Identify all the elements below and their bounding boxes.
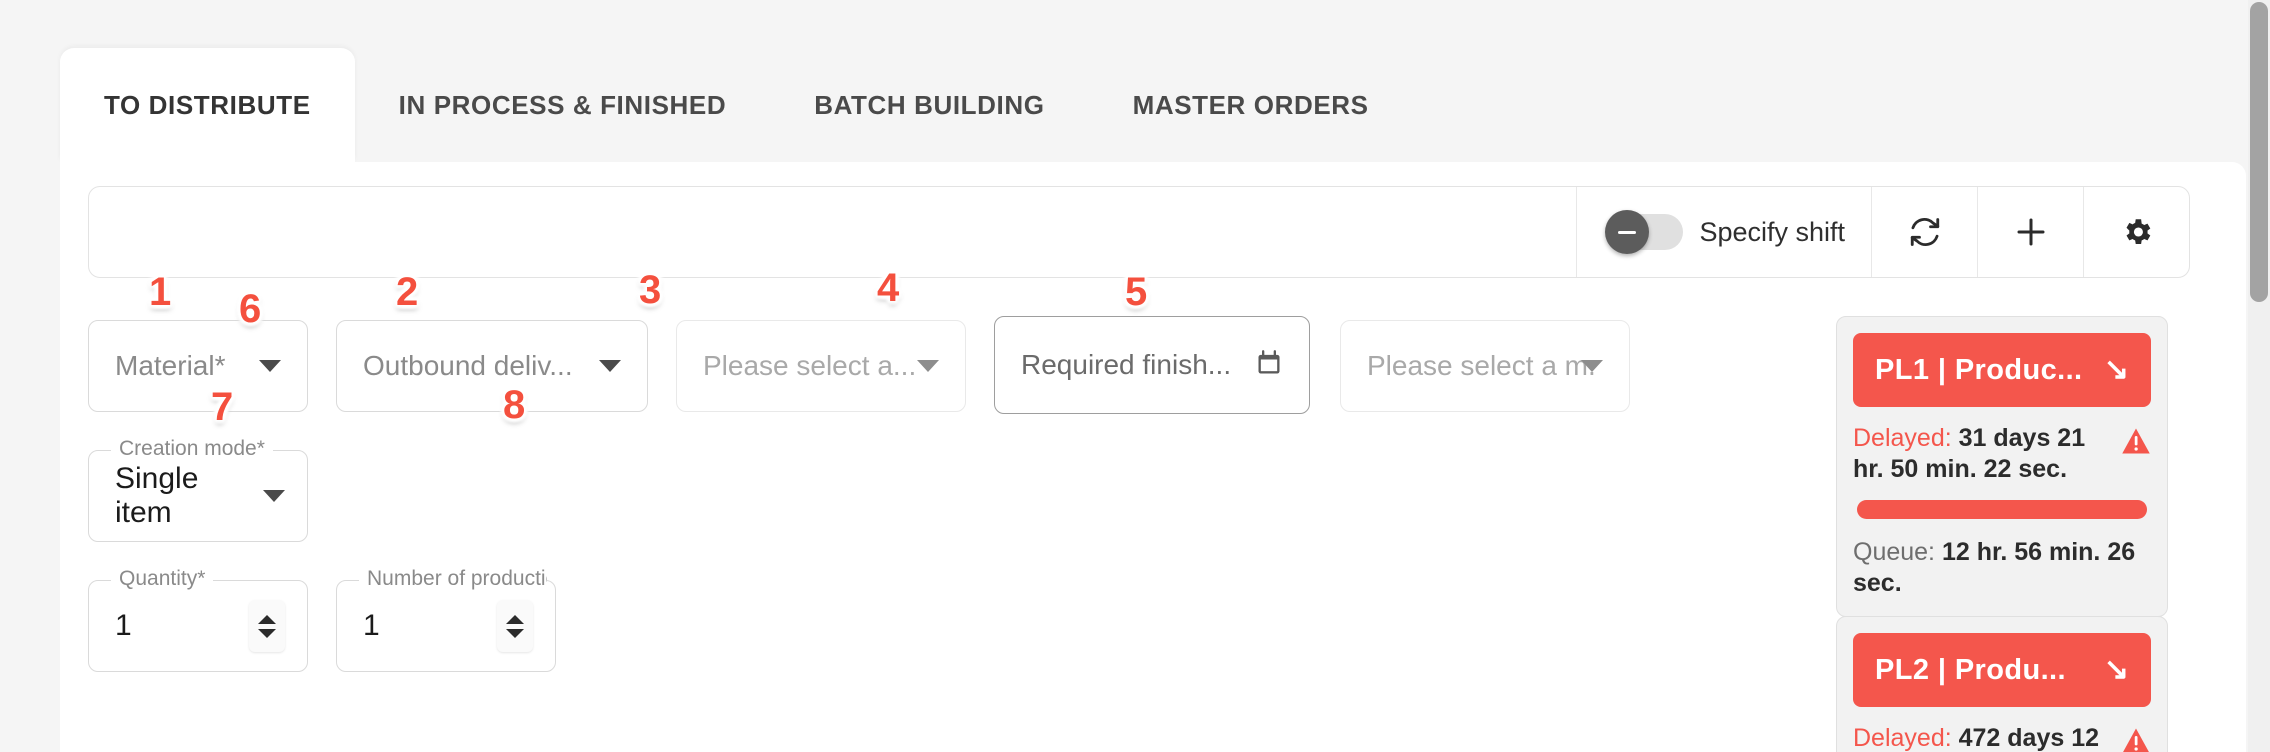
quantity-label: Quantity*	[111, 567, 214, 591]
vertical-scrollbar-thumb[interactable]	[2250, 2, 2268, 302]
pl1-queue-value: 12 hr. 56 min. 26 sec.	[1853, 538, 2136, 597]
chevron-down-icon[interactable]	[258, 628, 276, 638]
select-m-placeholder: Please select a m...	[1367, 350, 1597, 381]
required-finish-placeholder: Required finish...	[1021, 349, 1232, 380]
toggle-knob-minus-icon	[1605, 210, 1650, 254]
required-finish-date-input[interactable]: Required finish...	[994, 316, 1310, 414]
pl1-name: PL1 | Produc...	[1875, 353, 2083, 386]
chevron-down-icon	[1581, 360, 1603, 372]
calendar-icon[interactable]	[1255, 349, 1283, 382]
select-a-placeholder: Please select a...	[703, 350, 917, 381]
number-of-productions-input[interactable]: Number of production 1	[336, 567, 556, 672]
outbound-delivery-select[interactable]: Outbound deliv...	[336, 320, 648, 412]
warning-triangle-icon	[2121, 427, 2151, 460]
chevron-down-icon	[599, 360, 621, 372]
tab-master-orders[interactable]: MASTER ORDERS	[1089, 48, 1413, 162]
chevron-down-icon	[259, 360, 281, 372]
material-select-placeholder: Material*	[115, 350, 226, 381]
pl1-queue-text: Queue: 12 hr. 56 min. 26 sec.	[1853, 537, 2151, 598]
toolbar-search-area[interactable]	[89, 187, 1576, 277]
vertical-scrollbar-track[interactable]	[2248, 0, 2270, 752]
pl1-delayed-label: Delayed:	[1853, 424, 1952, 452]
pl2-delayed-label: Delayed:	[1853, 724, 1952, 752]
creation-mode-value: Single item	[115, 462, 199, 529]
pl1-delay-text: Delayed: 31 days 21 hr. 50 min. 22 sec.	[1853, 423, 2113, 484]
creation-mode-body: Single item	[115, 451, 285, 541]
chevron-up-icon[interactable]	[258, 614, 276, 624]
chevron-down-icon	[917, 360, 939, 372]
material-select[interactable]: Material*	[88, 320, 308, 412]
refresh-button[interactable]	[1871, 187, 1977, 277]
toolbar: Specify shift	[88, 186, 2190, 278]
pl2-delay-text: Delayed: 472 days 12 hr. 23 min. 47 sec.	[1853, 723, 2113, 752]
specify-shift-label: Specify shift	[1699, 216, 1845, 247]
pl2-name: PL2 | Produ...	[1875, 653, 2066, 686]
refresh-icon	[1908, 215, 1942, 249]
number-of-productions-body: 1	[363, 581, 533, 671]
chevron-down-icon	[263, 490, 285, 502]
creation-mode-label: Creation mode*	[111, 437, 273, 461]
tab-batch-building[interactable]: BATCH BUILDING	[770, 48, 1088, 162]
pl1-header[interactable]: PL1 | Produc... ↘	[1853, 333, 2151, 407]
plus-icon	[2013, 214, 2049, 250]
tab-to-distribute[interactable]: TO DISTRIBUTE	[60, 48, 355, 162]
specify-shift-group: Specify shift	[1576, 187, 1871, 277]
production-line-card-pl1[interactable]: PL1 | Produc... ↘ Delayed: 31 days 21 hr…	[1836, 316, 2168, 617]
chevron-up-icon[interactable]	[506, 614, 524, 624]
pl1-delay-row: Delayed: 31 days 21 hr. 50 min. 22 sec.	[1853, 423, 2151, 484]
creation-mode-select[interactable]: Creation mode* Single item	[88, 437, 308, 542]
production-line-card-pl2[interactable]: PL2 | Produ... ↘ Delayed: 472 days 12 hr…	[1836, 616, 2168, 752]
arrow-down-right-icon: ↘	[2103, 653, 2129, 686]
tab-in-process-and-finished[interactable]: IN PROCESS & FINISHED	[355, 48, 771, 162]
filter-form: Material* Outbound deliv... Please selec…	[88, 296, 2190, 726]
quantity-body: 1	[115, 581, 285, 671]
pl1-delayed-value: 31 days 21 hr. 50 min. 22 sec.	[1853, 424, 2086, 483]
quantity-value: 1	[115, 609, 132, 642]
quantity-input[interactable]: Quantity* 1	[88, 567, 308, 672]
pl2-delayed-value: 472 days 12 hr. 23 min. 47 sec.	[1958, 724, 2100, 752]
select-a-dropdown[interactable]: Please select a...	[676, 320, 966, 412]
outbound-delivery-placeholder: Outbound deliv...	[363, 350, 573, 381]
quantity-stepper[interactable]	[249, 600, 285, 652]
pl2-delay-row: Delayed: 472 days 12 hr. 23 min. 47 sec.	[1853, 723, 2151, 752]
specify-shift-toggle[interactable]	[1605, 210, 1684, 254]
pl1-queue-label: Queue:	[1853, 538, 1936, 566]
number-of-productions-stepper[interactable]	[497, 600, 533, 652]
gear-icon	[2120, 215, 2154, 249]
select-m-dropdown[interactable]: Please select a m...	[1340, 320, 1630, 412]
add-button[interactable]	[1977, 187, 2083, 277]
arrow-down-right-icon: ↘	[2103, 353, 2129, 386]
settings-button[interactable]	[2083, 187, 2189, 277]
pl2-header[interactable]: PL2 | Produ... ↘	[1853, 633, 2151, 707]
tab-list: TO DISTRIBUTE IN PROCESS & FINISHED BATC…	[60, 48, 1413, 162]
chevron-down-icon[interactable]	[506, 628, 524, 638]
tab-bar: TO DISTRIBUTE IN PROCESS & FINISHED BATC…	[0, 0, 2246, 162]
pl1-progress-bar	[1857, 500, 2147, 519]
warning-triangle-icon	[2121, 727, 2151, 752]
number-of-productions-label: Number of production	[359, 567, 547, 591]
number-of-productions-value: 1	[363, 609, 380, 642]
